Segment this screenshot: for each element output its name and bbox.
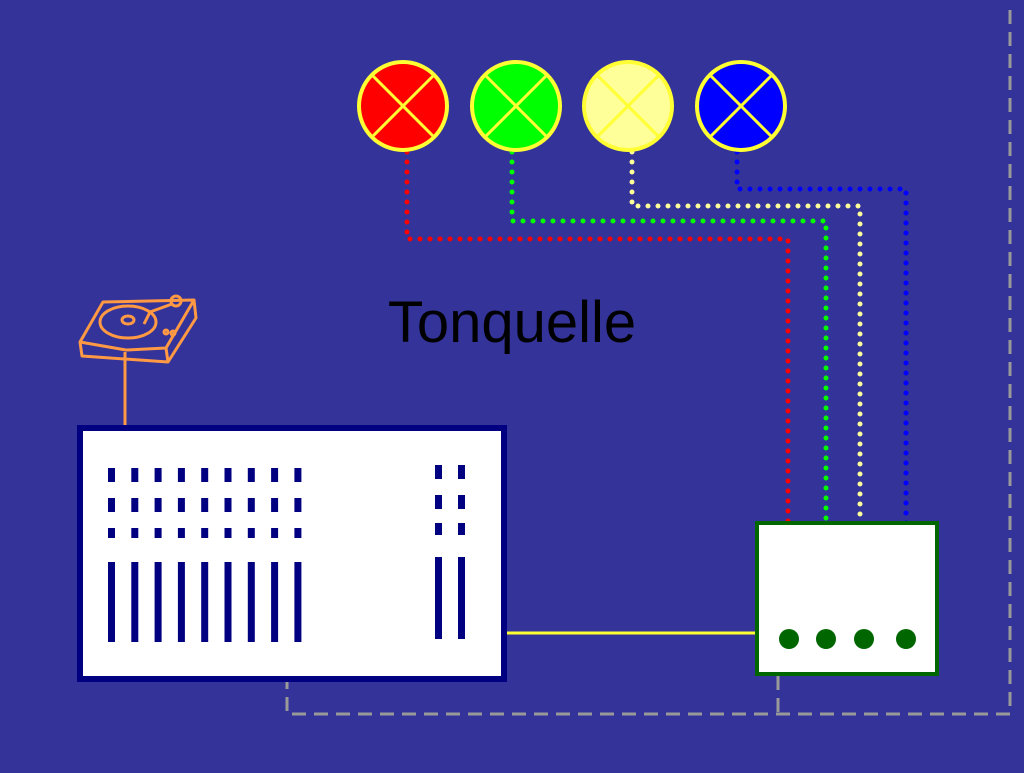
mixer-knob: [294, 468, 302, 482]
master-knob: [435, 523, 442, 535]
mixer-fader: [247, 562, 255, 642]
mixer-knob: [154, 468, 162, 482]
mixer-knob: [154, 528, 162, 538]
mixer-knob: [131, 498, 139, 512]
master-fader: [435, 557, 442, 639]
lamp-row: [357, 60, 787, 152]
blue-lamp: [695, 60, 787, 152]
mixer-knob: [131, 528, 139, 538]
mixer-knob: [154, 498, 162, 512]
mixer-knob: [201, 498, 209, 512]
mixer-knob: [247, 498, 255, 512]
mixer-knob: [224, 498, 232, 512]
master-knob: [458, 523, 465, 535]
mixer-fader: [177, 562, 185, 642]
dashed-boundary: [285, 10, 1012, 716]
mixer-fader: [108, 562, 115, 642]
yellow-lamp: [582, 60, 674, 152]
master-knob: [435, 465, 442, 479]
turntable-icon: [78, 294, 198, 425]
diagram-title: Tonquelle: [387, 290, 637, 355]
master-knob: [458, 465, 465, 479]
mixer-knob: [108, 498, 115, 512]
red-cable: [404, 149, 791, 628]
mixer-knob: [294, 498, 302, 512]
mixer-knob: [177, 498, 185, 512]
mixer-knob: [224, 528, 232, 538]
mixer-knob: [294, 528, 302, 538]
mixer-knob: [201, 468, 209, 482]
mixer-knob: [271, 498, 279, 512]
controller-knob-red: [779, 629, 799, 649]
cables: [404, 149, 909, 628]
mixer-knob: [177, 468, 185, 482]
red-lamp: [357, 60, 449, 152]
mixer-knob: [108, 468, 115, 482]
mixer-fader: [271, 562, 279, 642]
mixer-knob: [108, 528, 115, 538]
mixer-knob: [247, 468, 255, 482]
mixer-fader: [154, 562, 162, 642]
mixer-knob: [177, 528, 185, 538]
mixer-fader: [224, 562, 232, 642]
mixer-knob: [131, 468, 139, 482]
mixer-fader: [294, 562, 302, 642]
mixer-knob: [224, 468, 232, 482]
controller-knob-yellow: [854, 629, 874, 649]
master-knob: [435, 495, 442, 509]
mixer-knob: [271, 528, 279, 538]
green-lamp: [470, 60, 562, 152]
mixer-knob: [201, 528, 209, 538]
master-fader: [458, 557, 465, 639]
controller-knob-green: [816, 629, 836, 649]
mixing-desk-icon: [77, 425, 507, 682]
mixer-knob: [271, 468, 279, 482]
mixer-fader: [131, 562, 139, 642]
light-controller-icon: [755, 521, 939, 676]
blue-cable: [734, 149, 909, 628]
master-knob: [458, 495, 465, 509]
mixer-fader: [201, 562, 209, 642]
mixer-knob: [247, 528, 255, 538]
yellow-cable: [629, 149, 863, 628]
controller-knob-blue: [896, 629, 916, 649]
